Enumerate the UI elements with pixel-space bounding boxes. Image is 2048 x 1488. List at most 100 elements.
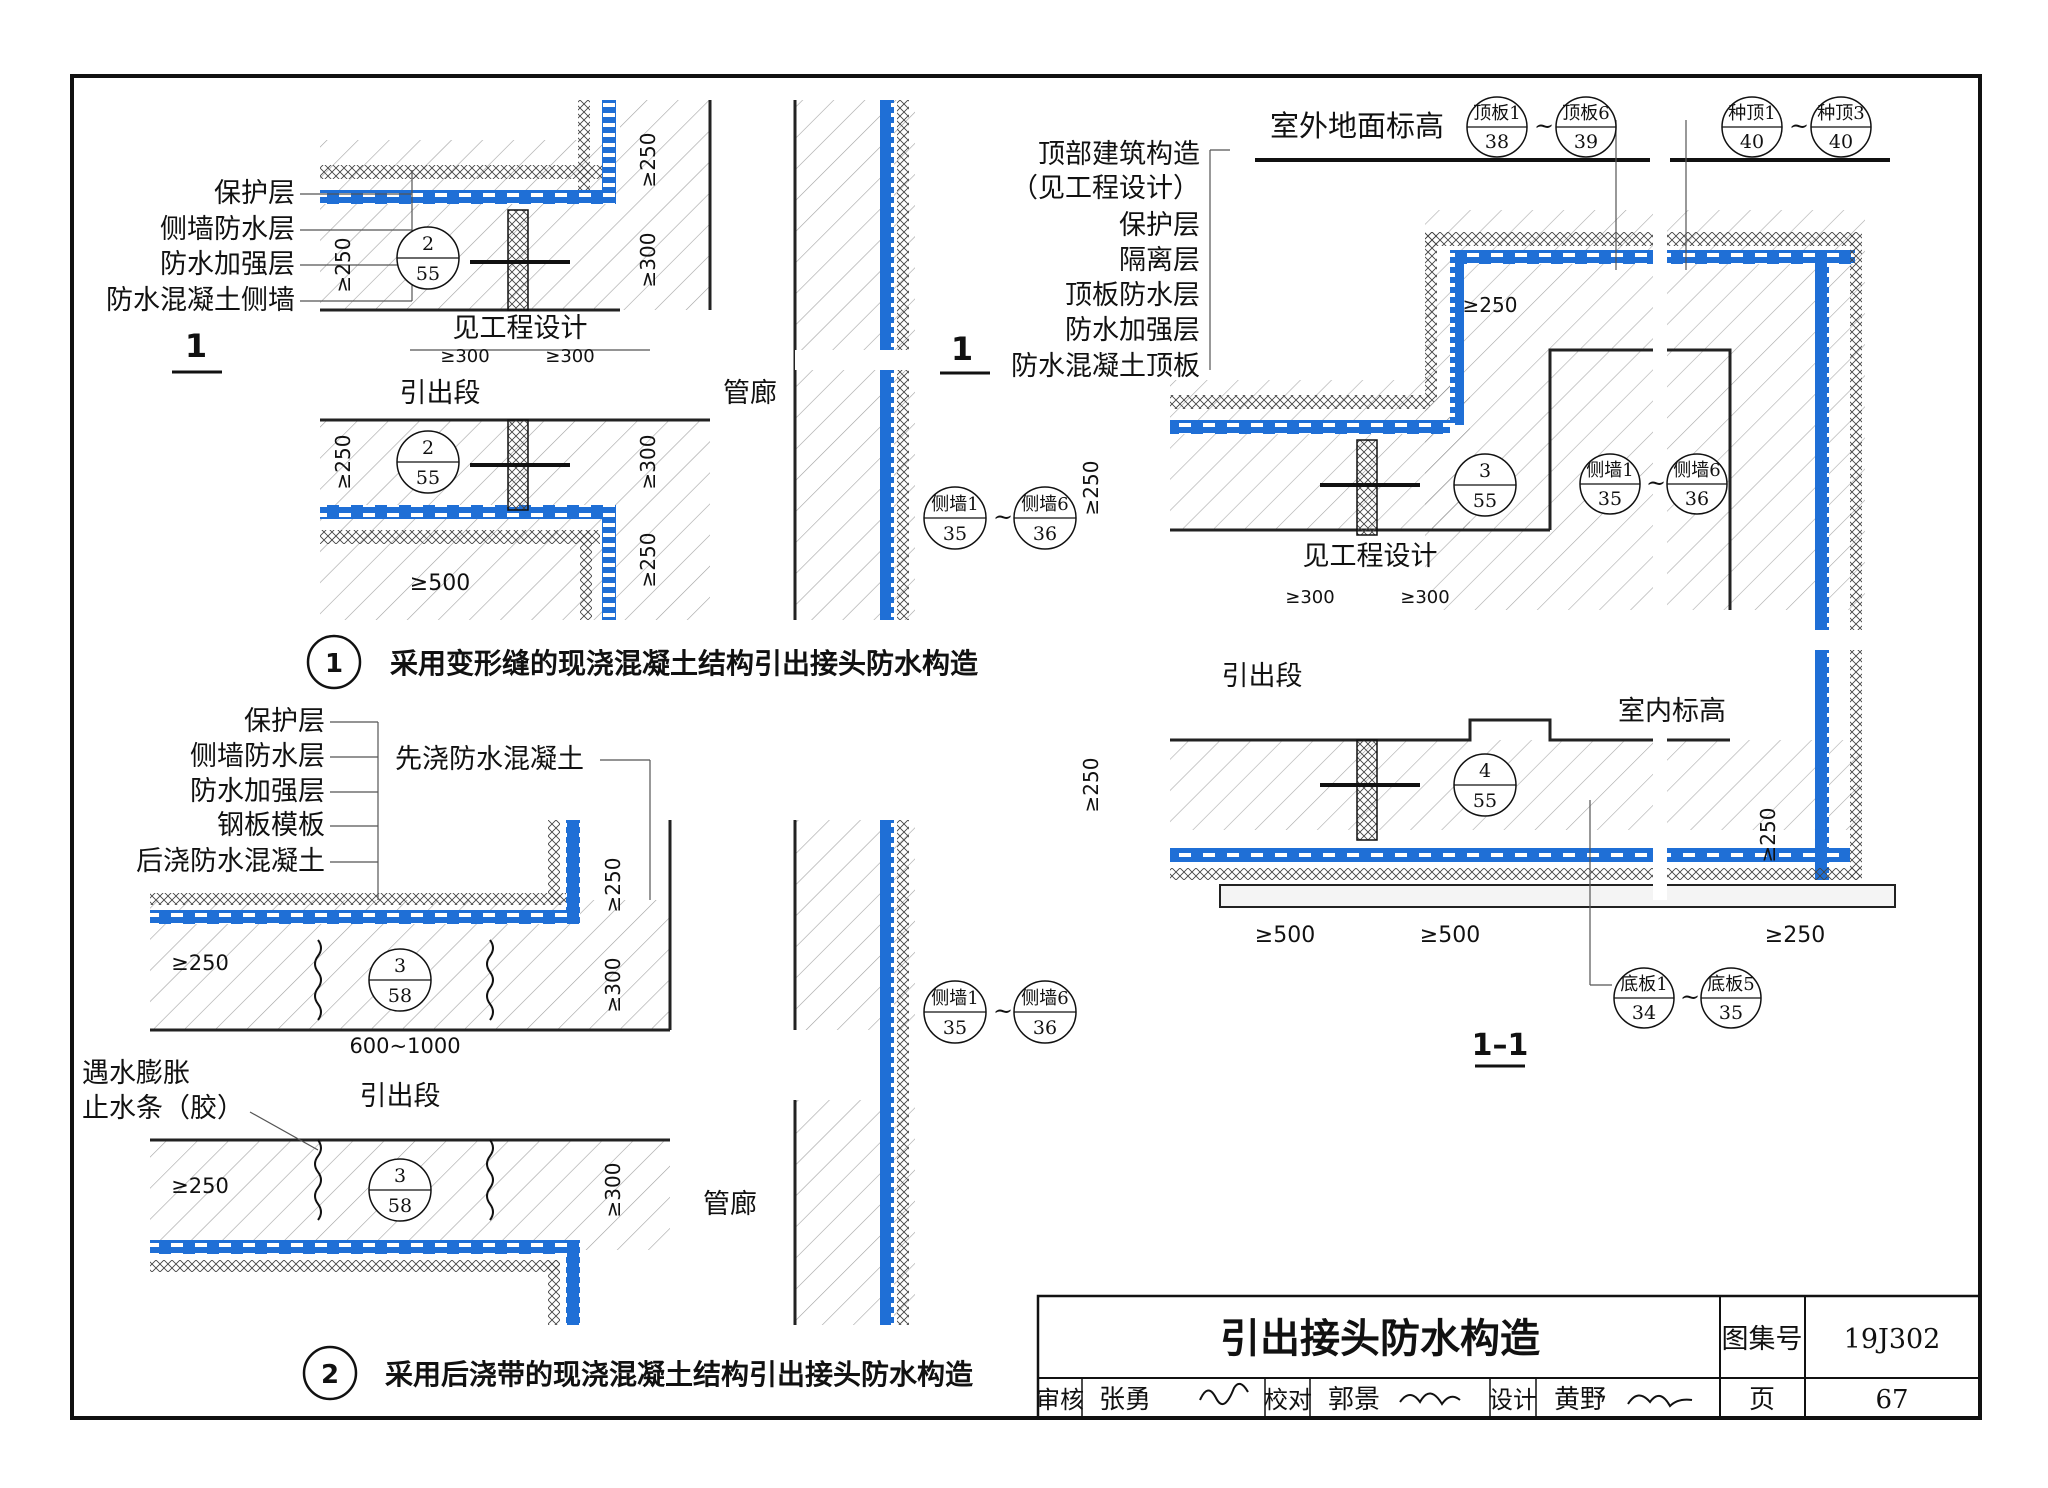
lead-out-text: 引出段 <box>360 1081 441 1112</box>
indoor-level-text: 室内标高 <box>1618 696 1726 727</box>
sheet-border <box>70 74 1982 1420</box>
dim-text: ≥250 <box>1079 461 1103 516</box>
svg-text:2: 2 <box>422 437 434 459</box>
detail-2 <box>150 721 915 1325</box>
checker-signature <box>1399 1392 1461 1406</box>
post-cast-joint <box>314 1139 322 1221</box>
dim-text: ≥300 <box>1285 587 1334 608</box>
membrane-layer <box>1815 250 1829 880</box>
protection-layer <box>1425 232 1437 402</box>
leader-lines <box>1209 120 1687 986</box>
checker-name: 郭景 <box>1328 1385 1380 1415</box>
dim-text: ≥250 <box>636 533 660 588</box>
label-reinforce: 防水加强层 <box>160 249 295 280</box>
dim-text: ≥300 <box>440 346 489 367</box>
label-protection: 保护层 <box>214 178 295 209</box>
dim-text: ≥300 <box>636 233 660 288</box>
svg-text:~: ~ <box>993 503 1013 531</box>
svg-text:36: 36 <box>1033 523 1057 545</box>
svg-text:55: 55 <box>416 263 440 285</box>
membrane-layer <box>1450 250 1855 264</box>
section-title-1-1: 1–1 <box>1472 1028 1529 1063</box>
svg-text:侧墙6: 侧墙6 <box>1021 494 1068 515</box>
dim-text: ≥250 <box>331 238 355 293</box>
label-protection: 保护层 <box>1119 210 1200 241</box>
svg-text:58: 58 <box>388 985 412 1007</box>
gallery-wall-fill <box>795 1100 915 1325</box>
svg-text:~: ~ <box>1789 112 1809 140</box>
label-roof-waterproof: 顶板防水层 <box>1065 280 1200 311</box>
pre-cast-text: 先浇防水混凝土 <box>395 744 584 775</box>
svg-text:35: 35 <box>1598 488 1622 510</box>
floor-top-edge <box>1170 718 1730 742</box>
leader-lines <box>249 721 651 1151</box>
detail-1 <box>300 100 915 620</box>
svg-text:侧墙6: 侧墙6 <box>1021 988 1068 1009</box>
detail-ref-circle: 3 58 <box>368 948 432 1012</box>
design-label: 设计 <box>1489 1386 1537 1414</box>
sheet-title: 引出接头防水构造 <box>1220 1316 1540 1362</box>
svg-text:~: ~ <box>1646 469 1666 497</box>
svg-text:35: 35 <box>943 1017 967 1039</box>
post-cast-joint <box>314 939 322 1021</box>
detail-ref-circle: 3 55 <box>1453 453 1517 517</box>
svg-text:侧墙1: 侧墙1 <box>931 494 978 515</box>
cushion-layer <box>1219 884 1896 908</box>
svg-text:40: 40 <box>1829 131 1853 153</box>
membrane-layer <box>880 820 894 1325</box>
membrane-layer <box>1170 848 1850 862</box>
svg-text:34: 34 <box>1632 1002 1656 1024</box>
detail-ref-circle: 4 55 <box>1453 753 1517 817</box>
dim-text: ≥300 <box>601 958 625 1013</box>
plant-roof-ref-pair: 种顶1 40 ~ 种顶3 40 <box>1721 96 1872 158</box>
see-design-text: 见工程设计 <box>453 313 588 344</box>
inner-edge <box>1548 348 1732 610</box>
leader-lines <box>300 170 650 351</box>
caption-1-text: 采用变形缝的现浇混凝土结构引出接头防水构造 <box>390 647 978 680</box>
detail-ref-circle: 3 58 <box>368 1158 432 1222</box>
svg-text:4: 4 <box>1479 760 1491 782</box>
dim-text: ≥500 <box>1420 923 1480 948</box>
concrete-fill <box>1425 210 1865 610</box>
svg-text:种顶1: 种顶1 <box>1728 103 1775 124</box>
membrane-layer <box>320 505 610 519</box>
dim-text: ≥300 <box>1400 587 1449 608</box>
svg-text:36: 36 <box>1033 1017 1057 1039</box>
lead-out-text: 引出段 <box>400 378 481 409</box>
dim-text: ≥250 <box>601 858 625 913</box>
membrane-layer <box>566 820 580 924</box>
dim-text: ≥500 <box>1255 923 1315 948</box>
svg-text:2: 2 <box>422 233 434 255</box>
atlas-label: 图集号 <box>1722 1324 1803 1355</box>
membrane-layer <box>150 1240 570 1254</box>
label-concrete-roof: 防水混凝土顶板 <box>1011 351 1200 382</box>
svg-text:~: ~ <box>993 997 1013 1025</box>
label-concrete-wall: 防水混凝土侧墙 <box>106 285 295 316</box>
protection-layer <box>320 165 610 179</box>
dim-text: ≥250 <box>171 951 229 975</box>
detail-ref-circle: 2 55 <box>396 226 460 290</box>
svg-text:3: 3 <box>1479 460 1491 482</box>
svg-text:侧墙1: 侧墙1 <box>931 988 978 1009</box>
protection-layer <box>150 893 570 905</box>
swell-strip-line1: 遇水膨胀 <box>82 1058 190 1089</box>
label-post-cast: 后浇防水混凝土 <box>136 846 325 877</box>
svg-text:55: 55 <box>416 467 440 489</box>
concrete-fill <box>620 100 710 310</box>
label-steel-form: 钢板模板 <box>217 810 325 841</box>
svg-text:3: 3 <box>394 1165 406 1187</box>
svg-text:~: ~ <box>1680 983 1700 1011</box>
wall-ref-pair: 侧墙1 35 ~ 侧墙6 36 <box>923 486 1077 550</box>
dim-text: ≥250 <box>1463 293 1518 317</box>
swell-strip-line2: 止水条（胶） <box>82 1093 244 1124</box>
pipe-gallery-text: 管廊 <box>703 1189 757 1220</box>
protection-layer <box>1850 232 1862 880</box>
reviewer-signature <box>1199 1382 1249 1406</box>
svg-text:顶板1: 顶板1 <box>1473 103 1520 124</box>
svg-text:55: 55 <box>1473 490 1497 512</box>
dim-text: ≥300 <box>545 346 594 367</box>
membrane-layer <box>1170 420 1450 434</box>
protection-layer <box>578 100 590 190</box>
membrane-layer <box>150 910 570 924</box>
review-label: 审核 <box>1036 1386 1084 1414</box>
